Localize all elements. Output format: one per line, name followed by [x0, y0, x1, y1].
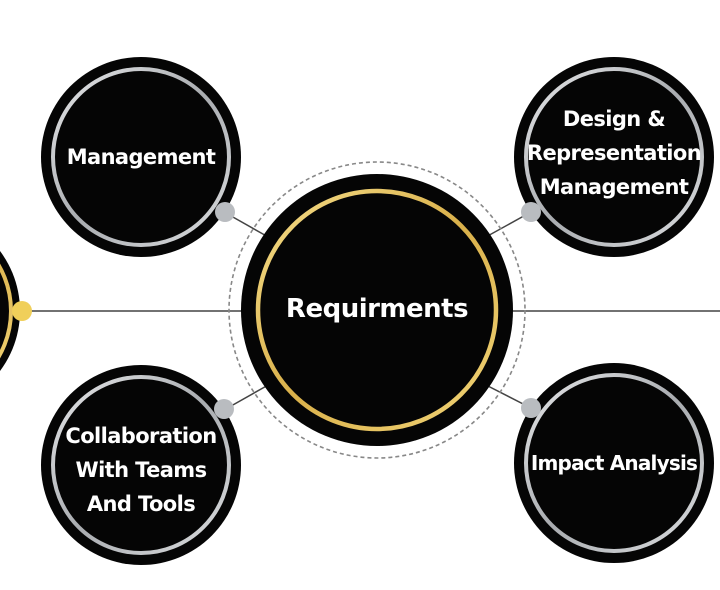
node-impact-label: Impact Analysis: [531, 451, 697, 475]
node-collaboration-label-line-3: And Tools: [87, 492, 195, 516]
connector-dot-design: [521, 202, 541, 222]
connector-dot-impact: [521, 398, 541, 418]
node-collaboration-label-line-2: With Teams: [76, 458, 207, 482]
node-management-label: Management: [67, 145, 216, 169]
node-impact-analysis: Impact Analysis: [514, 363, 714, 563]
node-design-label-line-2: Representation: [527, 141, 701, 165]
connector-dot-management: [215, 202, 235, 222]
node-collaboration: Collaboration With Teams And Tools: [41, 365, 241, 565]
center-node: Requirments: [228, 161, 526, 459]
left-partial-node: [0, 251, 20, 371]
node-design-representation: Design & Representation Management: [514, 57, 714, 257]
node-management: Management: [41, 57, 241, 257]
connector-dot-collaboration: [214, 399, 234, 419]
center-gold-ring: [255, 188, 499, 432]
node-design-label-line-1: Design &: [563, 107, 665, 131]
center-label: Requirments: [286, 294, 468, 324]
node-design-label-line-3: Management: [540, 175, 689, 199]
node-collaboration-label-line-1: Collaboration: [65, 424, 216, 448]
center-dashed-ring: [228, 161, 526, 459]
connector-dot-left: [12, 301, 32, 321]
